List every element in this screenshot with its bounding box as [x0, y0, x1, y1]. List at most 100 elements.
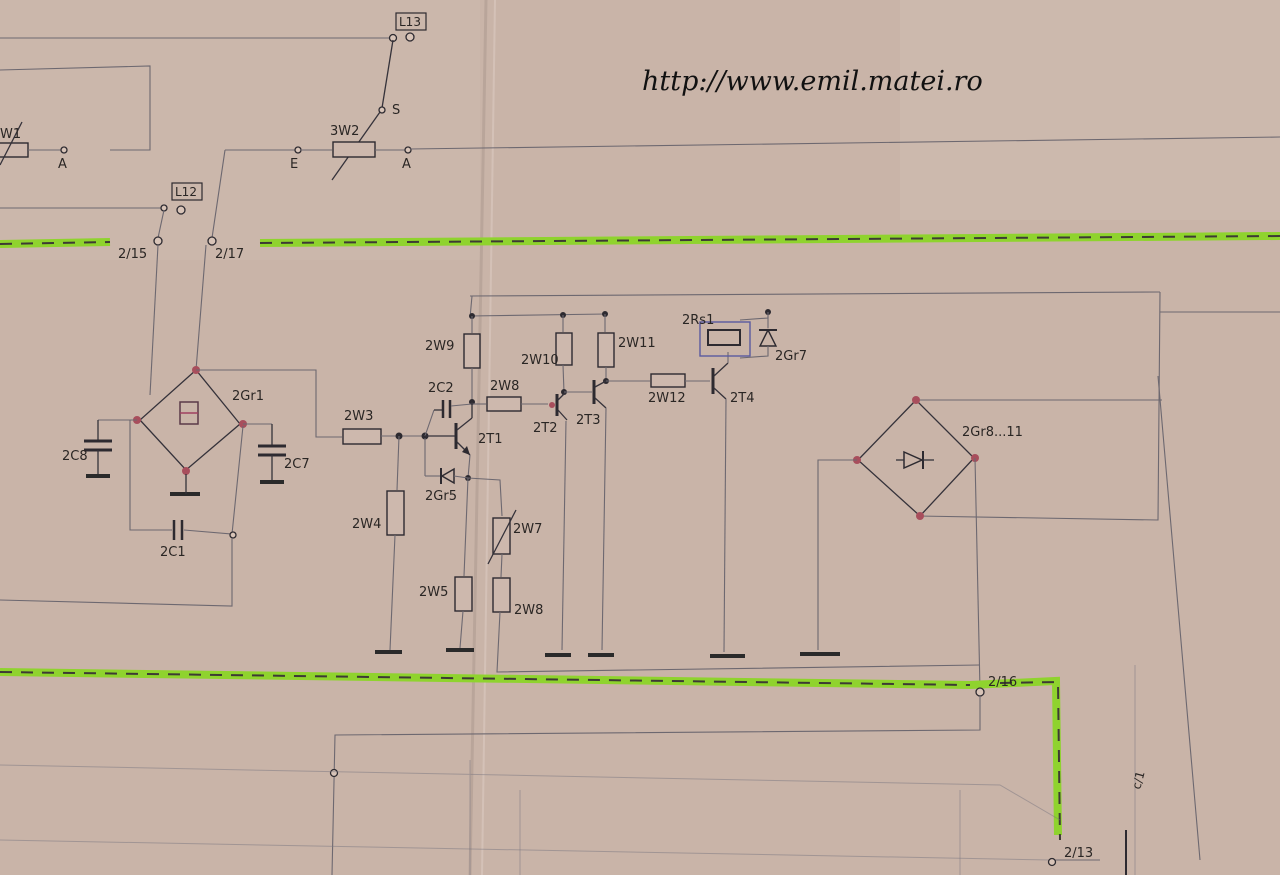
label-2t4: 2T4 — [730, 391, 754, 406]
resistor-2w3 — [342, 428, 382, 445]
w4-top — [396, 435, 400, 491]
relay-coil-2rs1 — [707, 329, 741, 346]
faint-lower-wires — [0, 665, 1136, 875]
top-left-box — [0, 65, 151, 151]
label-2w10: 2W10 — [521, 353, 559, 368]
e-drop-to-217 — [211, 149, 226, 239]
terminal-l12-b — [176, 205, 186, 215]
label-2gr8-11: 2Gr8...11 — [962, 425, 1023, 440]
terminal-s — [378, 106, 386, 114]
label-s: S — [392, 103, 400, 118]
c1-return-wire — [0, 538, 233, 607]
vcc-rail — [469, 291, 1161, 297]
gr8-left-wire — [817, 459, 857, 650]
label-2w12: 2W12 — [648, 391, 686, 406]
w7-to-w8 — [500, 553, 503, 578]
label-a-left: A — [58, 157, 67, 172]
t3-emitter-lead — [594, 397, 607, 409]
label-2w8-upper: 2W8 — [490, 379, 519, 394]
t2-collector-lead — [557, 391, 567, 401]
t3-collector-lead — [594, 380, 607, 388]
w4-bottom — [389, 534, 396, 651]
label-w1: W1 — [0, 127, 21, 142]
board-boundary-bottom-dash — [0, 671, 1061, 841]
w5-bottom — [459, 610, 464, 649]
label-2rs1: 2Rs1 — [682, 313, 714, 328]
label-2t3: 2T3 — [576, 413, 600, 428]
w3-feed — [196, 369, 342, 438]
label-2c2: 2C2 — [428, 381, 454, 396]
label-l13: L13 — [399, 15, 421, 29]
terminal-2-17 — [207, 236, 217, 246]
t4-collector-lead — [713, 362, 729, 377]
l13-box — [395, 12, 427, 31]
label-2w7: 2W7 — [513, 522, 542, 537]
label-e: E — [290, 157, 298, 172]
right-long-wire — [1157, 375, 1201, 861]
right-outer-wire — [917, 291, 1161, 521]
label-2-13: 2/13 — [1064, 846, 1093, 861]
t3-emitter-down — [601, 407, 607, 651]
paper-fold — [468, 0, 488, 875]
label-c-1: c/1 — [1129, 769, 1147, 790]
label-2w11: 2W11 — [618, 336, 656, 351]
w8-return — [496, 611, 981, 673]
label-2-17: 2/17 — [215, 247, 244, 262]
wire-215-down — [149, 244, 159, 396]
top-right-bus — [409, 136, 1280, 150]
t1-emitter-arrow — [462, 446, 470, 455]
label-2-16: 2/16 — [988, 675, 1017, 690]
label-2c7: 2C7 — [284, 457, 310, 472]
resistor-2w9 — [463, 333, 481, 369]
gr8-right-wire — [974, 457, 981, 691]
c2-wire-right — [450, 403, 473, 407]
t1-collector-lead — [456, 417, 473, 431]
label-2gr5: 2Gr5 — [425, 489, 457, 504]
resistor-3w2 — [332, 141, 376, 158]
terminal-2-15 — [153, 236, 163, 246]
label-2w9: 2W9 — [425, 339, 454, 354]
paper-fold-highlight — [481, 0, 496, 875]
emitter-to-w5 — [463, 477, 469, 577]
resistor-2w8-lower — [492, 577, 511, 613]
label-2t1: 2T1 — [478, 432, 502, 447]
paper-shade-2 — [900, 0, 1280, 220]
resistor-2w4 — [386, 490, 405, 536]
resistor-2w5 — [454, 576, 473, 612]
t2-emitter-down — [561, 420, 567, 651]
w10-bottom — [562, 364, 565, 393]
gr7-bottom — [739, 346, 769, 359]
t1-emitter-down — [467, 454, 471, 479]
node-gr8-top — [912, 396, 920, 404]
label-a-right: A — [402, 157, 411, 172]
resistor-2w10 — [555, 332, 573, 366]
node-gr8-bottom — [916, 512, 924, 520]
resistor-w1 — [0, 142, 29, 158]
label-2gr7: 2Gr7 — [775, 349, 807, 364]
terminal-a-left — [60, 146, 68, 154]
watermark-url: http://www.emil.matei.ro — [642, 66, 983, 97]
label-2w5: 2W5 — [419, 585, 448, 600]
label-2c8: 2C8 — [62, 449, 88, 464]
relay-outline — [699, 321, 751, 357]
node-gr1-bottom — [182, 467, 190, 475]
faint-lower-bus — [0, 839, 1051, 861]
l12-to-215 — [157, 209, 165, 239]
resistor-2w8-upper — [486, 396, 522, 412]
terminal-lower-left — [329, 768, 339, 778]
label-2gr1: 2Gr1 — [232, 389, 264, 404]
c2-wire-left — [424, 409, 435, 437]
board-boundary-top-dash — [0, 235, 1280, 245]
t2-emitter-lead — [557, 409, 568, 421]
label-2t2: 2T2 — [533, 421, 557, 436]
terminal-2-16 — [975, 687, 985, 697]
gr5-right — [453, 475, 469, 479]
wire-217-down — [195, 244, 207, 371]
node-t2-base — [549, 402, 555, 408]
terminal-l13-b — [405, 32, 415, 42]
c1-terminal — [229, 531, 237, 539]
t4-emitter-down — [723, 398, 727, 653]
resistor-2w12 — [650, 373, 686, 388]
